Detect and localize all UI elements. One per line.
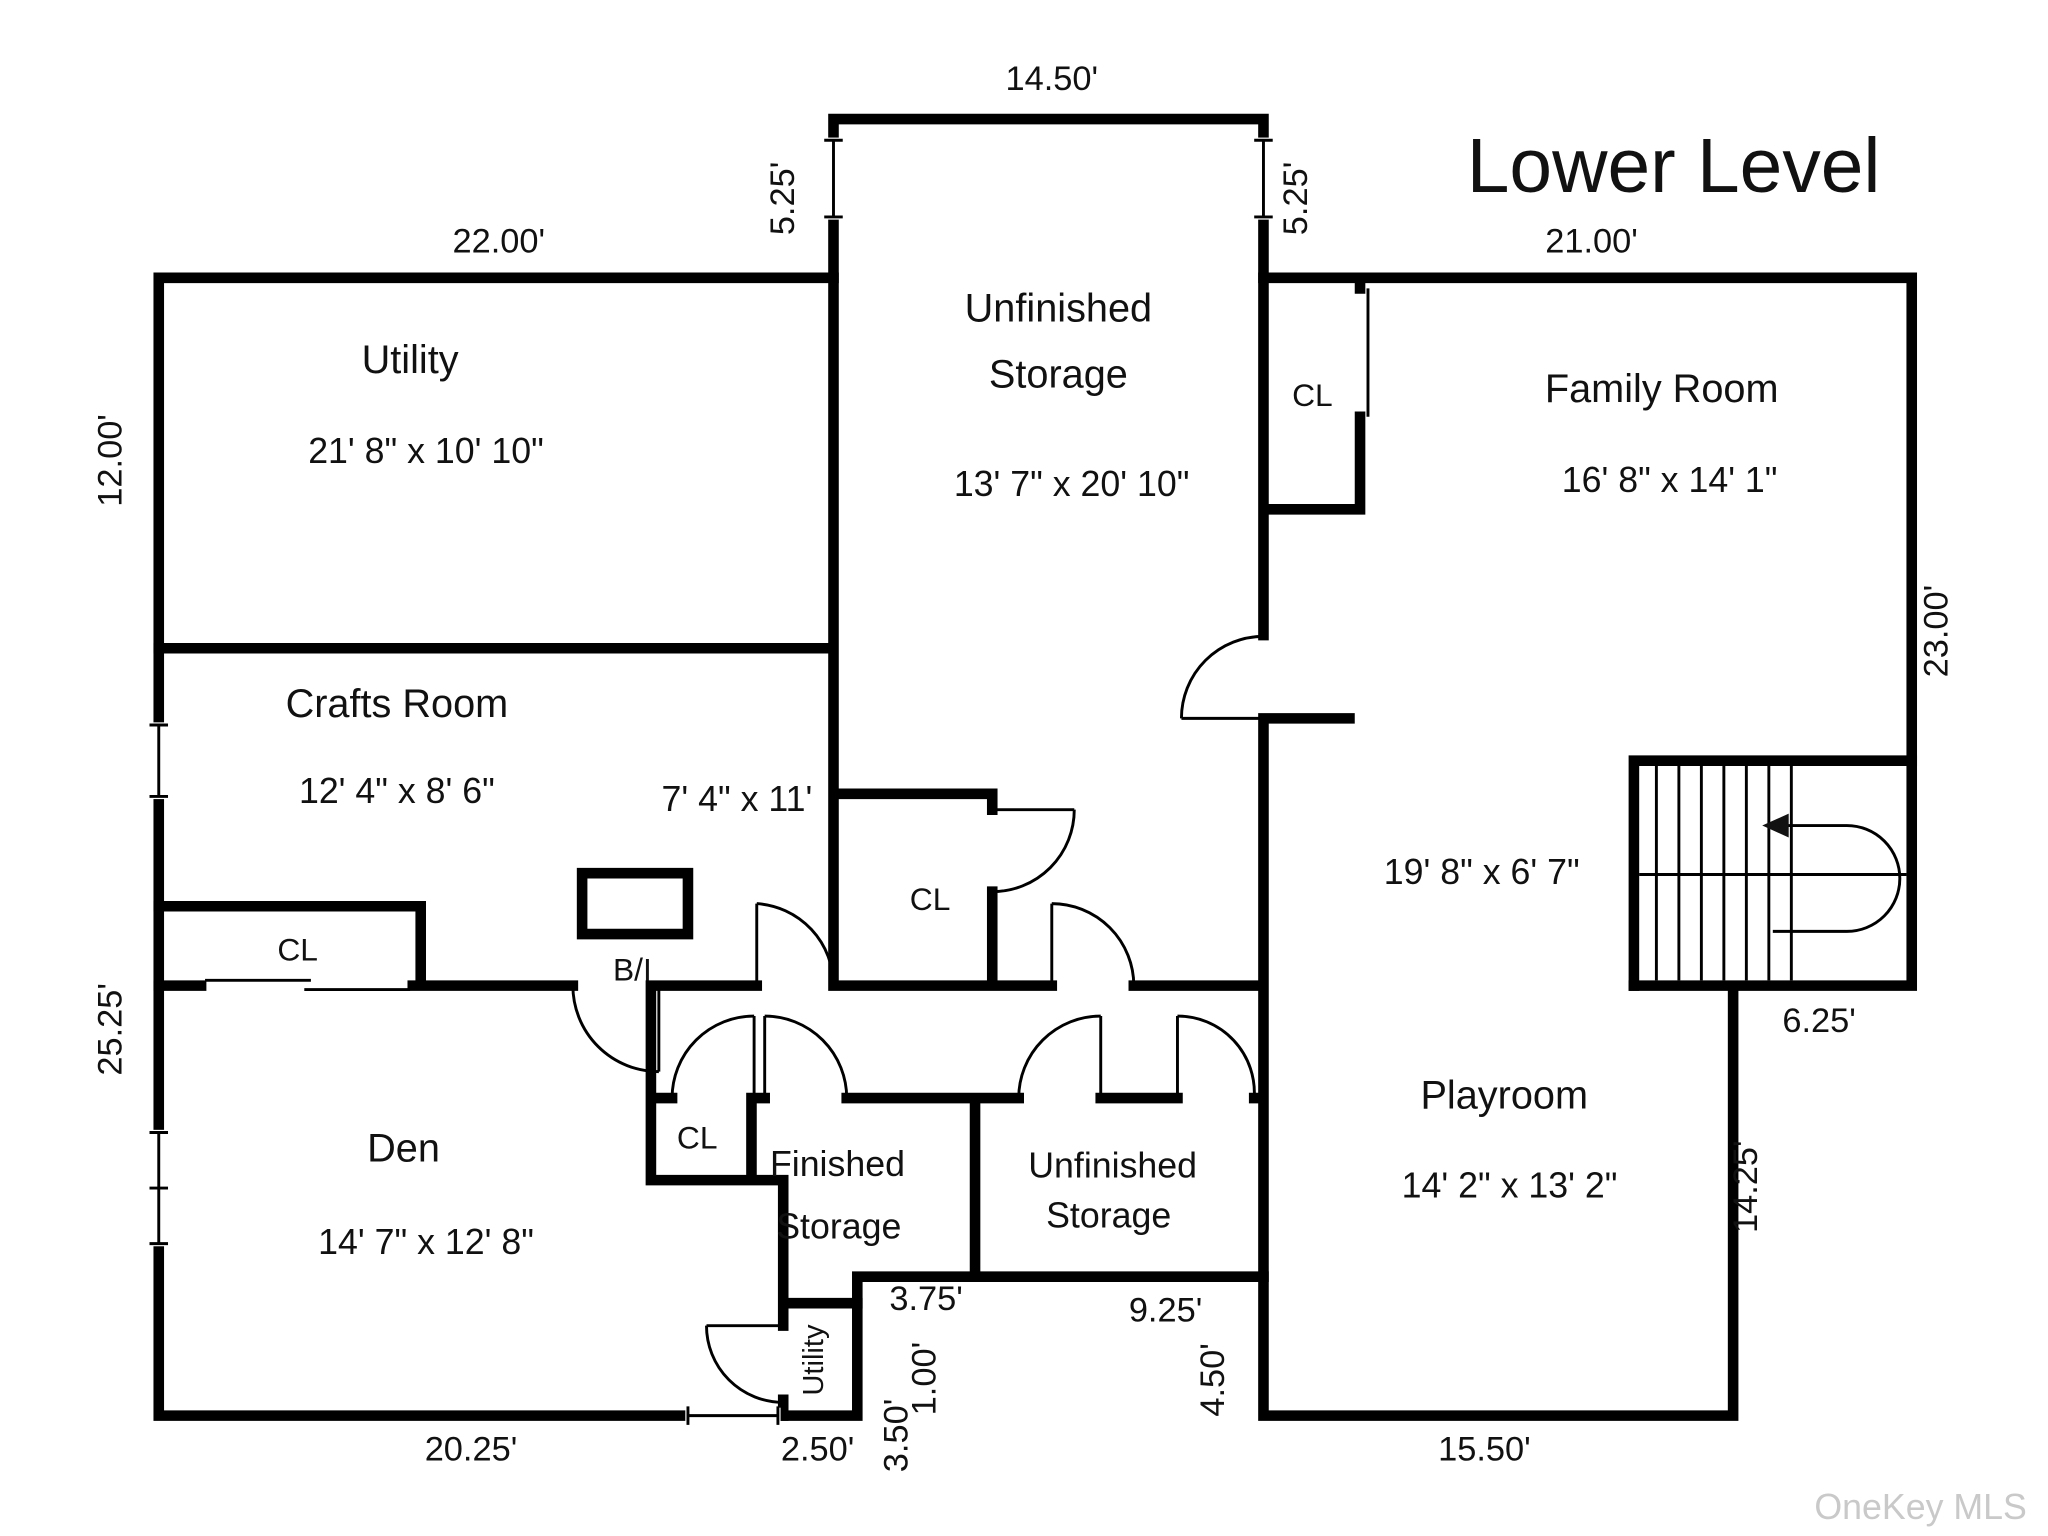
room-dims-crafts-room: 12' 4" x 8' 6" xyxy=(299,771,495,811)
window-glyphs xyxy=(149,138,1273,1425)
storage-east-door xyxy=(1179,634,1264,720)
built-in-box xyxy=(576,867,694,940)
dim-playroom-step: 4.50' xyxy=(1194,1343,1232,1416)
dim-right-lower-height: 14.25' xyxy=(1727,1140,1765,1233)
staircase xyxy=(1639,766,1907,981)
dim-storage-top-width: 14.50' xyxy=(1005,60,1098,98)
room-label-unfinished-storage-top-1: Unfinished xyxy=(965,286,1152,330)
closet-label-left: CL xyxy=(277,931,318,967)
room-labels: Utility 21' 8" x 10' 10" Unfinished Stor… xyxy=(277,286,1778,1395)
closet-label-small: CL xyxy=(677,1119,718,1155)
room-label-finished-storage-2: Storage xyxy=(776,1206,901,1246)
left-closet-sliding-doors xyxy=(205,978,411,992)
room-label-unfinished-storage-lower-1: Unfinished xyxy=(1028,1145,1197,1185)
room-label-family-room: Family Room xyxy=(1545,367,1779,411)
dim-den-bottom-width: 20.25' xyxy=(425,1431,518,1469)
room-dims-utility: 21' 8" x 10' 10" xyxy=(308,431,544,471)
storage-hall-door xyxy=(1050,902,1136,986)
door-arcs xyxy=(205,288,1370,1404)
dim-below-stairs-width: 6.25' xyxy=(1782,1002,1855,1040)
room-label-den: Den xyxy=(367,1127,440,1171)
small-closet-door xyxy=(670,1014,756,1099)
page-title: Lower Level xyxy=(1467,124,1881,209)
dim-unfinished-storage-bottom: 9.25' xyxy=(1129,1292,1202,1330)
room-dims-hall: 19' 8" x 6' 7" xyxy=(1384,852,1580,892)
playroom-door xyxy=(1176,1014,1256,1099)
dim-family-top-width: 21.00' xyxy=(1545,223,1638,261)
windows xyxy=(149,137,1273,1425)
dim-finished-storage-bottom: 3.75' xyxy=(889,1280,962,1318)
stairs-arrowhead-icon xyxy=(1762,813,1789,838)
finished-storage-door xyxy=(763,1014,849,1099)
room-label-finished-storage-1: Finished xyxy=(770,1144,905,1184)
stairs-direction-arrow xyxy=(1772,824,1902,933)
room-label-unfinished-storage-lower-2: Storage xyxy=(1046,1196,1171,1236)
dim-left-upper-height: 12.00' xyxy=(92,414,130,507)
room-dims-crafts-alcove: 7' 4" x 11' xyxy=(662,779,813,819)
dim-left-lower-height: 25.25' xyxy=(92,983,130,1076)
watermark: OneKey MLS xyxy=(1814,1487,2026,1527)
interior-walls xyxy=(153,272,1918,1421)
stair-treads xyxy=(1639,766,1907,981)
room-dims-unfinished-storage-top: 13' 7" x 20' 10" xyxy=(954,464,1190,504)
den-door xyxy=(571,985,661,1074)
unfinished-storage-lower-door xyxy=(1017,1014,1103,1099)
room-label-playroom: Playroom xyxy=(1420,1074,1588,1118)
room-label-utility: Utility xyxy=(362,338,459,382)
built-in-label: B/I xyxy=(613,951,652,987)
dim-storage-inset-left: 5.25' xyxy=(764,162,802,235)
room-label-crafts-room: Crafts Room xyxy=(286,682,509,726)
dim-right-height: 23.00' xyxy=(1917,585,1955,678)
dim-utility-small-width: 2.50' xyxy=(781,1431,854,1469)
room-dims-den: 14' 7" x 12' 8" xyxy=(318,1222,534,1262)
closet-label-top: CL xyxy=(1292,377,1333,413)
dim-storage-inset-right: 5.25' xyxy=(1277,162,1315,235)
dim-utility-small-height: 3.50' xyxy=(878,1399,916,1472)
room-label-unfinished-storage-top-2: Storage xyxy=(989,353,1128,397)
center-closet-door xyxy=(992,808,1076,894)
room-dims-playroom: 14' 2" x 13' 2" xyxy=(1402,1165,1618,1205)
closet-label-center: CL xyxy=(910,881,951,917)
dim-utility-top-width: 22.00' xyxy=(452,223,545,261)
dim-playroom-bottom-width: 15.50' xyxy=(1438,1431,1531,1469)
dim-bottom-jog: 1.00' xyxy=(905,1342,943,1415)
utility-small-door xyxy=(705,1324,784,1404)
dimension-labels: 14.50' 5.25' 5.25' 22.00' 21.00' 12.00' … xyxy=(92,60,1956,1472)
room-label-utility-small: Utility xyxy=(798,1324,830,1396)
room-dims-family-room: 16' 8" x 14' 1" xyxy=(1562,460,1778,500)
crafts-room-door xyxy=(755,902,835,986)
